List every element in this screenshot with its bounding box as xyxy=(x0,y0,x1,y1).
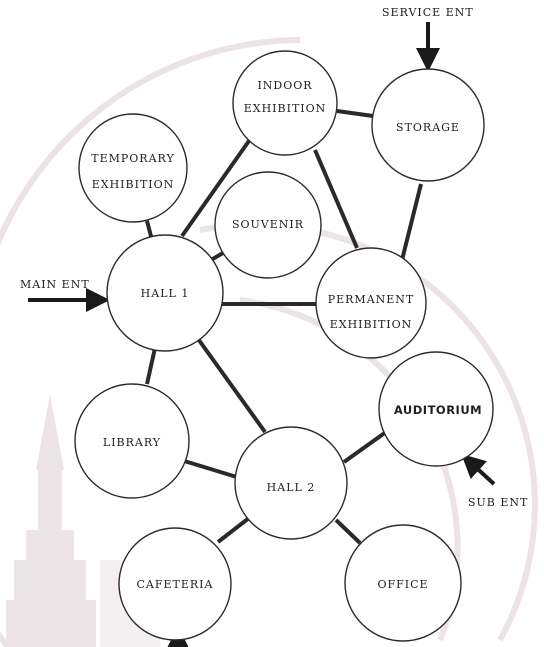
link-hall1-indoor xyxy=(180,136,253,238)
node-label: CAFETERIA xyxy=(137,578,214,591)
sub-entrance-label: SUB ENT xyxy=(468,496,528,509)
node-label: AUDITORIUM xyxy=(394,403,482,417)
link-hall2-auditorium xyxy=(342,430,388,464)
node-label: EXHIBITION xyxy=(92,178,175,191)
node-label: INDOOR xyxy=(257,79,312,92)
node-permanent-exhibition: PERMANENT EXHIBITION xyxy=(315,247,427,359)
link-library-hall2 xyxy=(180,458,241,480)
node-label: EXHIBITION xyxy=(330,318,413,331)
node-label: LIBRARY xyxy=(103,436,161,449)
node-auditorium: AUDITORIUM xyxy=(378,351,494,467)
node-storage: STORAGE xyxy=(371,68,485,182)
node-temporary-exhibition: TEMPORARY EXHIBITION xyxy=(78,113,188,223)
node-indoor-exhibition: INDOOR EXHIBITION xyxy=(232,50,338,156)
entrance-sub: SUB ENT xyxy=(461,453,528,509)
node-label: TEMPORARY xyxy=(91,152,174,165)
node-souvenir: SOUVENIR xyxy=(214,171,322,279)
node-library: LIBRARY xyxy=(74,383,190,499)
node-label: STORAGE xyxy=(396,121,460,134)
node-office: OFFICE xyxy=(344,524,462,642)
entrance-service: SERVICE ENT xyxy=(382,6,474,72)
link-hall2-cafeteria xyxy=(216,516,251,544)
link-hall1-hall2 xyxy=(194,334,267,434)
service-entrance-label: SERVICE ENT xyxy=(382,6,474,19)
node-label: OFFICE xyxy=(377,578,428,591)
link-indoor-storage xyxy=(336,109,374,118)
node-hall1: HALL 1 xyxy=(106,234,224,352)
link-hall1-library xyxy=(145,347,157,385)
node-label: PERMANENT xyxy=(328,293,415,306)
node-label: SOUVENIR xyxy=(232,218,304,231)
node-label: HALL 2 xyxy=(267,481,316,494)
link-indoor-permanent xyxy=(313,149,359,249)
entrance-main: MAIN ENT xyxy=(20,278,110,312)
link-storage-permanent xyxy=(400,183,423,261)
main-entrance-label: MAIN ENT xyxy=(20,278,90,291)
node-label: EXHIBITION xyxy=(244,102,327,115)
connections xyxy=(145,109,423,545)
node-label: HALL 1 xyxy=(141,287,190,300)
node-cafeteria: CAFETERIA xyxy=(118,527,232,641)
link-hall2-office xyxy=(334,518,362,545)
node-hall2: HALL 2 xyxy=(234,426,348,540)
